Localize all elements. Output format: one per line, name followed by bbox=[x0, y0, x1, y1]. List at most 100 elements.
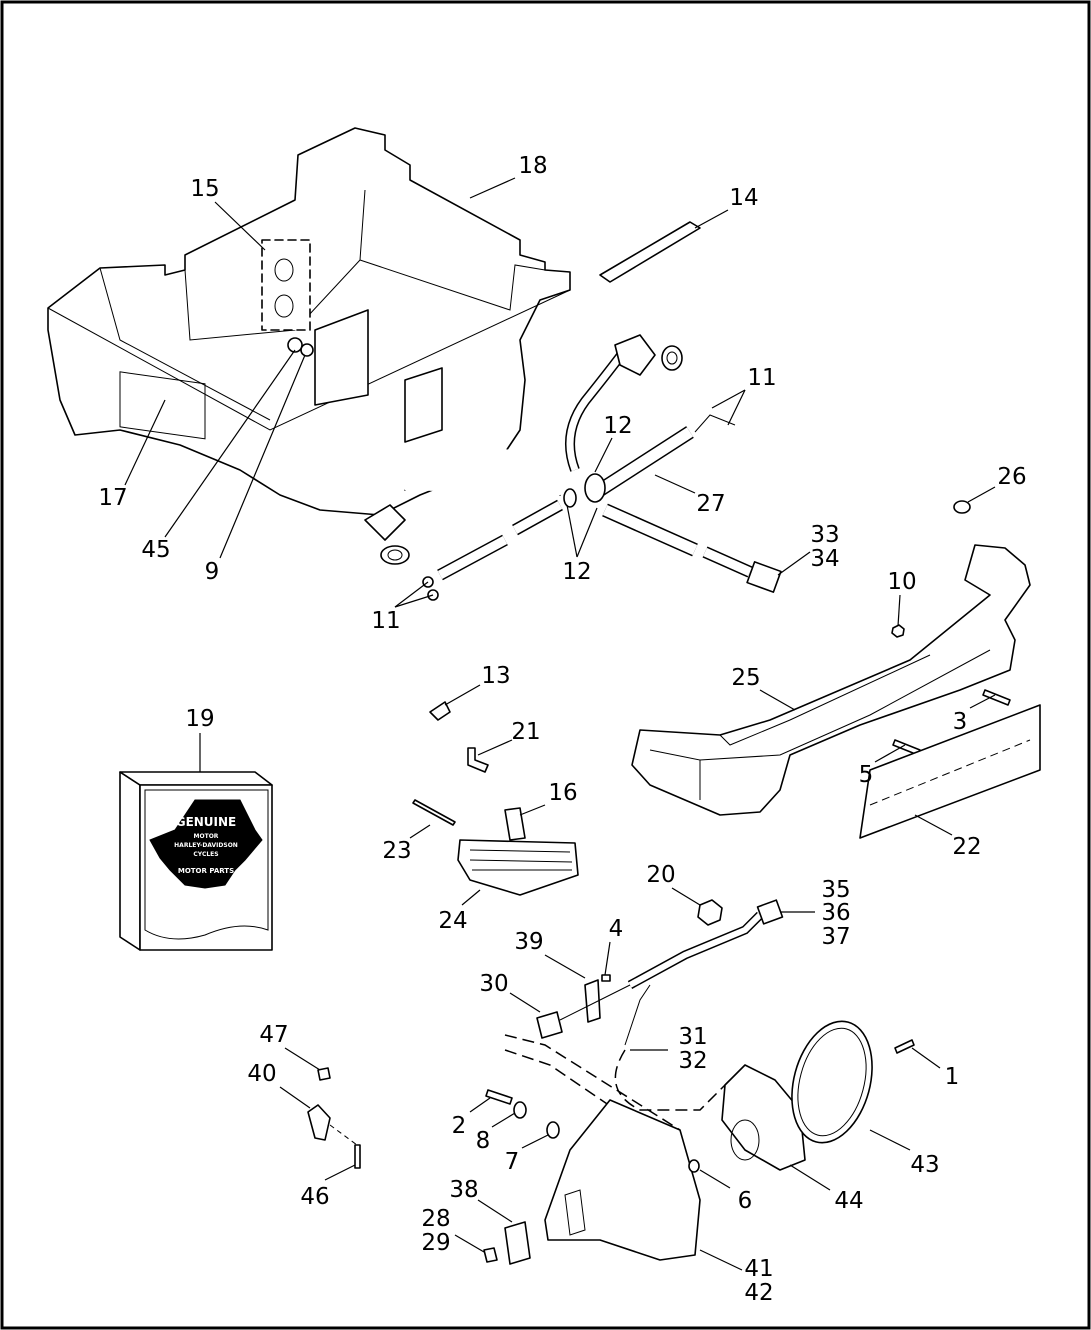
parts-box: GENUINE MOTOR HARLEY-DAVIDSON CYCLES MOT… bbox=[119, 771, 273, 951]
lamp-harness bbox=[504, 899, 784, 1141]
pin bbox=[688, 1159, 700, 1173]
callout-43: 43 bbox=[910, 1152, 939, 1178]
reflector bbox=[504, 807, 526, 841]
leader-line-25 bbox=[759, 689, 796, 711]
callout-24: 24 bbox=[438, 908, 467, 934]
leader-line-12 bbox=[594, 437, 613, 473]
leader-line-1 bbox=[911, 1047, 941, 1069]
callout-35: 35 bbox=[821, 877, 850, 903]
emblem bbox=[599, 221, 701, 283]
callout-33: 33 bbox=[810, 522, 839, 548]
callout-22: 22 bbox=[952, 834, 981, 860]
clip bbox=[429, 701, 451, 721]
leader-line-10 bbox=[897, 594, 901, 627]
leader-line-18 bbox=[469, 177, 516, 199]
leader-line-43 bbox=[869, 1129, 911, 1151]
leader-line-9 bbox=[219, 354, 306, 559]
lamp-lens bbox=[457, 839, 579, 896]
leader-line-13 bbox=[444, 684, 481, 706]
leader-line-22 bbox=[914, 814, 953, 836]
screw bbox=[894, 1039, 915, 1054]
callout-5: 5 bbox=[859, 762, 874, 788]
bracket bbox=[467, 747, 489, 773]
nut bbox=[697, 899, 723, 926]
leader-line-12 bbox=[566, 504, 578, 558]
leader-line-45 bbox=[164, 349, 296, 538]
leader-line-8 bbox=[491, 1112, 516, 1128]
callout-15: 15 bbox=[190, 176, 219, 202]
callout-21: 21 bbox=[511, 719, 540, 745]
callout-11: 11 bbox=[371, 608, 400, 634]
leader-line-11 bbox=[727, 389, 746, 426]
leader-line-17 bbox=[124, 399, 166, 486]
bulb bbox=[953, 500, 971, 514]
bulb-socket bbox=[483, 1247, 498, 1263]
leader-line-11 bbox=[394, 581, 429, 608]
callout-6: 6 bbox=[738, 1188, 753, 1214]
callout-12: 12 bbox=[603, 413, 632, 439]
leader-line-27 bbox=[654, 474, 696, 494]
logo-brand: HARLEY-DAVIDSON bbox=[174, 842, 238, 849]
leader-line-7 bbox=[521, 1134, 549, 1149]
callout-25: 25 bbox=[731, 665, 760, 691]
tour-pak-liner bbox=[47, 127, 571, 516]
callout-9: 9 bbox=[205, 559, 220, 585]
washer bbox=[513, 1101, 527, 1119]
callout-27: 27 bbox=[696, 491, 725, 517]
leader-line-5 bbox=[874, 744, 906, 763]
callout-42: 42 bbox=[744, 1280, 773, 1306]
leader-line-41 bbox=[699, 1249, 743, 1271]
logo-motor: MOTOR bbox=[194, 833, 219, 840]
leader-line-14 bbox=[694, 209, 729, 229]
callout-41: 41 bbox=[744, 1256, 773, 1282]
round-lens bbox=[791, 1020, 873, 1144]
leader-line-11 bbox=[711, 389, 746, 409]
license-plate bbox=[859, 704, 1041, 839]
leader-line-16 bbox=[519, 804, 546, 816]
leader-line-38 bbox=[477, 1199, 513, 1223]
callout-1: 1 bbox=[945, 1064, 960, 1090]
callout-46: 46 bbox=[300, 1184, 329, 1210]
leader-line-15 bbox=[214, 201, 266, 251]
callout-30: 30 bbox=[479, 971, 508, 997]
wiring-harness bbox=[364, 334, 782, 601]
logo-cycles: CYCLES bbox=[193, 851, 218, 858]
callout-45: 45 bbox=[141, 537, 170, 563]
nut bbox=[317, 1067, 331, 1081]
leader-line-34 bbox=[777, 551, 811, 576]
leader-line-44 bbox=[789, 1164, 831, 1191]
callout-28: 28 bbox=[421, 1206, 450, 1232]
callout-11: 11 bbox=[747, 365, 776, 391]
leader-line-39 bbox=[544, 954, 586, 979]
nut bbox=[891, 624, 905, 638]
gasket-strip bbox=[412, 799, 456, 826]
lamp-housing bbox=[544, 1099, 701, 1261]
leader-line-4 bbox=[604, 941, 611, 976]
clamp bbox=[307, 1104, 331, 1141]
leader-line-29 bbox=[454, 1234, 485, 1253]
callout-4: 4 bbox=[609, 916, 624, 942]
leader-line-47 bbox=[284, 1047, 321, 1071]
callout-47: 47 bbox=[259, 1022, 288, 1048]
leader-line-11 bbox=[394, 594, 434, 608]
logo-motor-parts: MOTOR PARTS bbox=[178, 867, 234, 875]
callout-32: 32 bbox=[678, 1048, 707, 1074]
grommet bbox=[504, 1221, 531, 1265]
callout-16: 16 bbox=[548, 780, 577, 806]
leader-line-46 bbox=[324, 1164, 356, 1181]
leader-line-21 bbox=[477, 739, 513, 756]
callout-12: 12 bbox=[562, 559, 591, 585]
callout-39: 39 bbox=[514, 929, 543, 955]
leader-line-6 bbox=[699, 1169, 731, 1189]
callout-10: 10 bbox=[887, 569, 916, 595]
callout-44: 44 bbox=[834, 1188, 863, 1214]
callout-18: 18 bbox=[518, 153, 547, 179]
callout-31: 31 bbox=[678, 1024, 707, 1050]
callout-37: 37 bbox=[821, 924, 850, 950]
callout-38: 38 bbox=[449, 1177, 478, 1203]
bumper-lamp-bar bbox=[631, 544, 1031, 816]
leader-line-24 bbox=[461, 889, 481, 906]
